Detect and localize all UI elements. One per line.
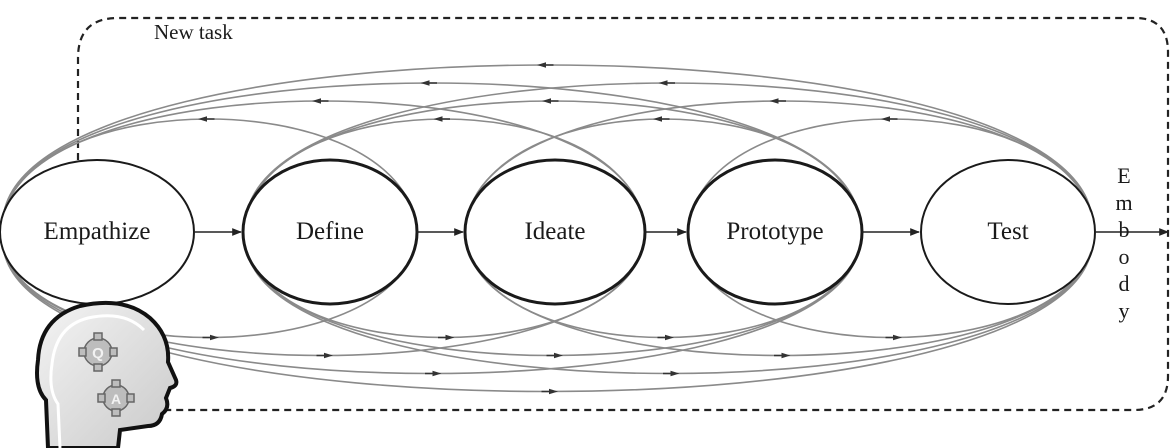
- iteration-loops: [3, 62, 1092, 395]
- embody-letter: E: [1117, 163, 1131, 188]
- embody-letter: o: [1118, 244, 1130, 269]
- embody-letter: m: [1115, 190, 1133, 215]
- forward-loop-define-to-ideate: [246, 251, 642, 339]
- svg-text:Q: Q: [92, 345, 104, 362]
- feedback-loop-prototype-to-ideate: [468, 118, 859, 213]
- svg-text:A: A: [111, 391, 121, 407]
- new-task-frame: [76, 16, 1170, 412]
- embody-letter: y: [1118, 298, 1130, 323]
- empathize-label: Empathize: [43, 218, 151, 245]
- feedback-loop-ideate-to-define: [246, 118, 642, 213]
- embody-label: E m b o d y: [1115, 162, 1133, 324]
- test-label: Test: [987, 218, 1029, 245]
- embody-letter: b: [1118, 217, 1130, 242]
- feedback-loop-test-to-prototype: [691, 118, 1092, 213]
- ideate-label: Ideate: [524, 218, 586, 245]
- prototype-label: Prototype: [726, 218, 824, 245]
- define-label: Define: [295, 218, 365, 245]
- forward-loop-prototype-to-test: [691, 251, 1092, 339]
- embody-letter: d: [1118, 271, 1130, 296]
- feedback-loop-test-to-ideate: [468, 100, 1092, 213]
- feedback-loop-ideate-to-empathize: [3, 100, 642, 213]
- feedback-loop-define-to-empathize: [3, 118, 414, 213]
- feedback-loop-prototype-to-define: [246, 100, 859, 213]
- forward-loop-define-to-test: [246, 251, 1092, 375]
- forward-loop-ideate-to-prototype: [468, 251, 859, 339]
- head-with-gears-icon: Q A: [35, 300, 179, 448]
- new-task-label: New task: [154, 20, 233, 44]
